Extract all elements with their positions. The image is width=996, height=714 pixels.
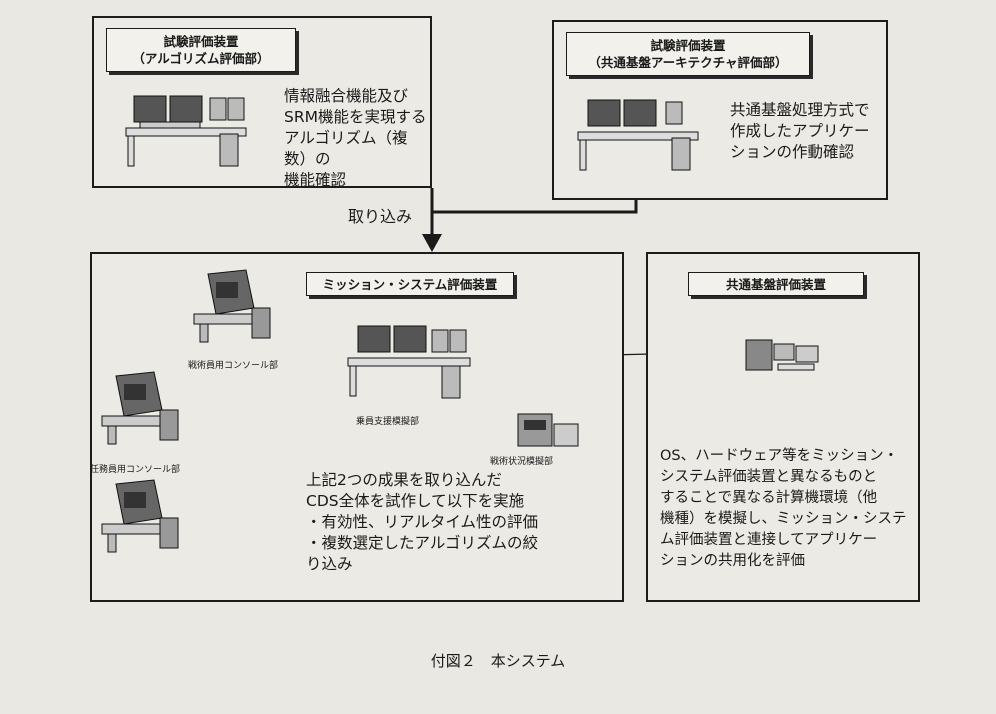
console-duty-label: 任務員用コンソール部 (90, 465, 181, 475)
console-duty-icon (101, 371, 179, 445)
flow-arrowhead (422, 234, 442, 252)
crew-support-icon (347, 325, 471, 399)
console-tactical-icon (193, 269, 271, 343)
battle-sim-label: 戦術状況模擬部 (490, 457, 554, 467)
architecture-eval-title: 試験評価装置 （共通基盤アーキテクチャ評価部） (566, 32, 810, 76)
algorithm-eval-box: 試験評価装置 （アルゴリズム評価部） 情報融合機能及び SRM機能を実現する ア… (92, 16, 432, 189)
algorithm-eval-title: 試験評価装置 （アルゴリズム評価部） (106, 28, 296, 72)
common-computer-icon (745, 339, 819, 371)
workstation-icon (125, 95, 247, 167)
architecture-eval-description: 共通基盤処理方式で 作成したアプリケー ションの作動確認 (730, 101, 870, 161)
mission-system-title: ミッション・システム評価装置 (306, 272, 514, 296)
algorithm-eval-description: 情報融合機能及び SRM機能を実現する アルゴリズム（複数）の 機能確認 (284, 87, 427, 189)
common-platform-title: 共通基盤評価装置 (688, 272, 864, 296)
figure-caption: 付図２ 本システム (430, 652, 566, 670)
console-operator-icon (101, 479, 179, 553)
crew-support-label: 乗員支援模擬部 (356, 417, 420, 427)
mission-system-description: 上記2つの成果を取り込んだ CDS全体を試作して以下を実施 ・有効性、リアルタイ… (306, 471, 539, 573)
import-label: 取り込み (348, 207, 413, 226)
flow-line-right (432, 200, 638, 214)
battle-sim-icon (517, 413, 579, 447)
console-tactical-label: 戦術員用コンソール部 (188, 361, 279, 371)
common-platform-box: 共通基盤評価装置 OS、ハードウェア等をミッション・ システム評価装置と異なるも… (646, 252, 920, 602)
workstation-icon (577, 99, 699, 171)
common-platform-description: OS、ハードウェア等をミッション・ システム評価装置と異なるものと することで異… (660, 448, 907, 569)
architecture-eval-box: 試験評価装置 （共通基盤アーキテクチャ評価部） 共通基盤処理方式で 作成したアプ… (552, 20, 888, 200)
